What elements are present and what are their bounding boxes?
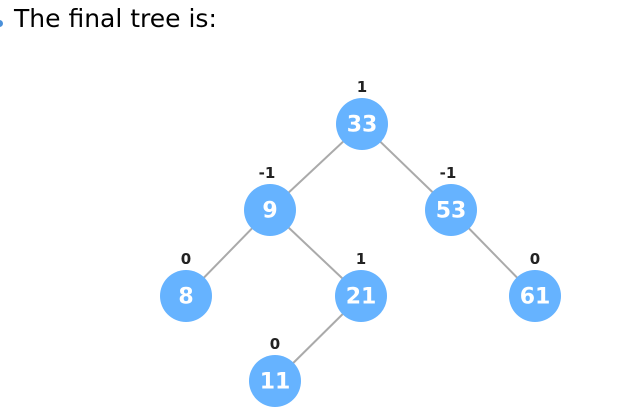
tree-node-9 <box>244 184 296 236</box>
balance-factor: -1 <box>440 164 457 182</box>
node-value: 21 <box>346 285 377 310</box>
tree-node-21 <box>335 270 387 322</box>
bullet-icon <box>0 20 3 27</box>
tree-node-8 <box>160 270 212 322</box>
tree-node-11 <box>249 355 301 407</box>
node-value: 8 <box>178 285 193 310</box>
balance-factor: -1 <box>259 164 276 182</box>
page-title: The final tree is: <box>14 4 217 33</box>
tree-node-33 <box>336 98 388 150</box>
tree-node-61 <box>509 270 561 322</box>
balance-factor: 0 <box>270 335 280 353</box>
balance-factor: 1 <box>357 78 367 96</box>
node-value: 61 <box>520 285 551 310</box>
balance-factor: 0 <box>181 250 191 268</box>
balance-factor: 1 <box>356 250 366 268</box>
node-value: 53 <box>436 199 467 224</box>
node-value: 33 <box>347 113 378 138</box>
balance-factor: 0 <box>530 250 540 268</box>
node-value: 11 <box>260 370 291 395</box>
tree-node-53 <box>425 184 477 236</box>
node-value: 9 <box>262 199 277 224</box>
